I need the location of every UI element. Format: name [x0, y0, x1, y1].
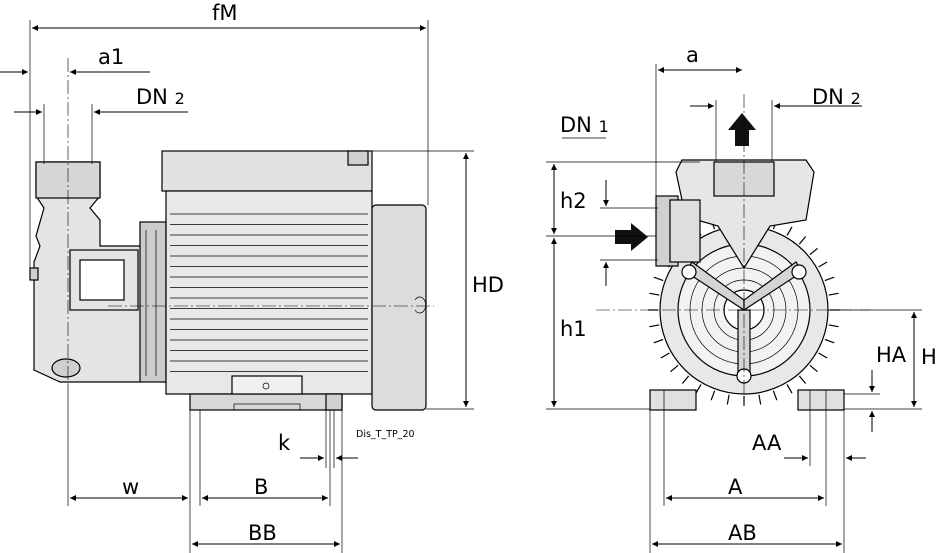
ring-fin: [653, 338, 664, 344]
front-pump-body: [615, 113, 845, 411]
ring-fin: [758, 394, 762, 405]
dim-ha: HA: [844, 343, 907, 432]
drawing-code: Dis_T_TP_20: [356, 429, 415, 440]
label-b: B: [254, 475, 268, 499]
dim-h2: h2: [546, 161, 700, 237]
ring-fin: [710, 390, 716, 401]
dim-w-b-bb: w B BB: [67, 384, 343, 553]
ring-fin: [726, 394, 730, 405]
ring-fin: [818, 261, 828, 268]
dim-k: k: [278, 410, 358, 468]
dim-h: H: [828, 309, 937, 410]
label-h2: h2: [560, 189, 587, 213]
ring-fin: [772, 390, 778, 401]
ring-fin: [828, 292, 839, 296]
label-aa: AA: [752, 431, 782, 455]
outlet-arrow-icon: [728, 113, 756, 146]
label-hd: HD: [472, 273, 504, 297]
ring-fin: [786, 384, 793, 394]
ring-fin: [786, 226, 793, 236]
label-ab: AB: [728, 521, 757, 545]
ring-fin: [818, 352, 828, 359]
ring-fin: [649, 324, 660, 328]
ring-fin: [649, 292, 660, 296]
side-pump-body: [29, 161, 167, 383]
ring-fin: [798, 236, 807, 245]
ring-fin: [809, 247, 818, 256]
label-ha: HA: [876, 343, 907, 367]
label-k: k: [278, 431, 291, 455]
ring-fin: [695, 384, 702, 394]
label-h1: h1: [560, 317, 587, 341]
label-dn2-front: DN 2: [812, 85, 861, 109]
inlet-arrow-icon: [615, 223, 648, 251]
dim-hd: HD: [372, 150, 504, 410]
ring-fin: [670, 364, 679, 373]
dim-a1: a1: [0, 45, 150, 75]
label-a: a: [686, 43, 699, 67]
ring-fin: [824, 276, 835, 282]
label-bb: BB: [248, 521, 277, 545]
ring-fin: [681, 375, 690, 384]
label-w: w: [122, 475, 139, 499]
ring-fin: [828, 324, 839, 328]
dim-fm: fM: [29, 1, 429, 270]
side-view: fM a1 DN 2 HD Dis_T_TP_20: [0, 1, 504, 553]
side-motor: [161, 150, 427, 411]
ring-fin: [653, 276, 664, 282]
front-view: a DN 2 DN 1 h2 h1: [546, 43, 937, 553]
label-fm: fM: [212, 1, 238, 25]
ring-fin: [824, 338, 835, 344]
dim-dn2-front: DN 2: [690, 85, 862, 162]
ring-fin: [809, 364, 818, 373]
dim-h1: h1: [546, 238, 650, 410]
dim-a-ab: A AB: [649, 390, 845, 553]
ring-fin: [660, 352, 670, 359]
motor-fins: [170, 213, 368, 372]
label-h: H: [921, 345, 937, 369]
label-dn1: DN 1: [560, 113, 609, 137]
ring-fin: [798, 375, 807, 384]
label-a1: a1: [98, 45, 124, 69]
dim-a: a: [655, 43, 742, 200]
dim-aa: AA: [752, 390, 866, 466]
label-dn2-side: DN 2: [136, 85, 185, 109]
dim-dn1: DN 1: [560, 113, 658, 286]
dim-dn2-side: DN 2: [14, 85, 188, 164]
label-a-dim: A: [728, 475, 743, 499]
